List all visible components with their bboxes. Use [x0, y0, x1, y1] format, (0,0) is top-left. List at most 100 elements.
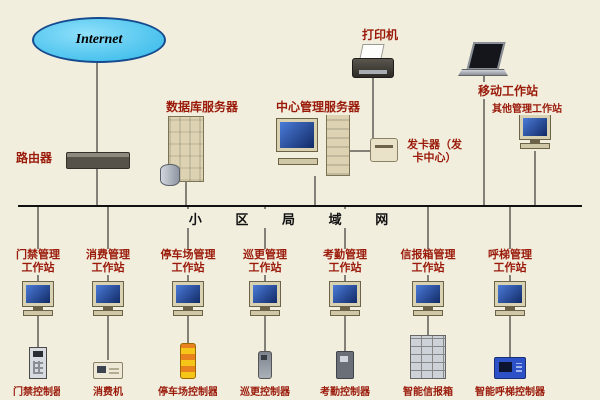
- monitor-stand: [103, 307, 113, 310]
- station-label-line2: 工作站: [248, 262, 282, 274]
- internet-cloud: Internet: [32, 17, 166, 63]
- column-parking: 停车场管理 工作站 停车场控制器: [140, 205, 236, 400]
- monitor-icon: [329, 281, 361, 307]
- workstation-icon: [248, 281, 282, 316]
- column-attendance: 考勤管理 工作站 考勤控制器: [297, 205, 393, 400]
- router-label: 路由器: [14, 149, 55, 166]
- monitor-icon: [519, 114, 551, 140]
- screen: [96, 285, 120, 303]
- server-screen: [280, 122, 314, 148]
- device-label: 消费机: [60, 383, 156, 398]
- screen: [26, 285, 50, 303]
- station-label-line1: 门禁管理: [16, 249, 60, 261]
- keyboard-icon: [93, 310, 123, 316]
- station-label: 门禁管理 工作站: [0, 249, 78, 275]
- keyboard-icon: [330, 310, 360, 316]
- printer-label: 打印机: [360, 26, 401, 43]
- card-issuer-icon: [370, 138, 398, 162]
- internet-label: Internet: [75, 32, 123, 47]
- keyboard-icon: [495, 310, 525, 316]
- column-elevator: 呼梯管理 工作站 智能呼梯控制器: [462, 205, 558, 400]
- center-server-label: 中心管理服务器: [266, 98, 370, 115]
- monitor-icon: [494, 281, 526, 307]
- smart-mailbox-icon: [410, 335, 446, 379]
- screen: [176, 285, 200, 303]
- other-workstation-icon: [518, 114, 552, 149]
- screen: [498, 285, 522, 303]
- station-label: 停车场管理 工作站: [148, 249, 228, 275]
- monitor-icon: [412, 281, 444, 307]
- station-label-line2: 工作站: [411, 262, 445, 274]
- lan-bus-label: 小 区 局 域 网: [165, 209, 427, 228]
- monitor-stand: [530, 140, 540, 143]
- access-controller-icon: [29, 347, 47, 379]
- monitor-icon: [92, 281, 124, 307]
- keyboard-icon: [520, 143, 550, 149]
- card-issuer-label: 发卡器（发卡中心）: [404, 139, 465, 165]
- parking-controller-icon: [180, 343, 196, 379]
- keyboard-icon: [23, 310, 53, 316]
- device-label: 智能呼梯控制器: [462, 383, 558, 398]
- monitor-stand: [33, 307, 43, 310]
- laptop-icon: [458, 42, 510, 76]
- monitor-stand: [423, 307, 433, 310]
- screen: [416, 285, 440, 303]
- server-monitor-icon: [276, 118, 318, 152]
- database-cylinder-icon: [160, 164, 180, 186]
- station-label-line1: 呼梯管理: [488, 249, 532, 261]
- workstation-icon: [91, 281, 125, 316]
- station-label-line1: 消费管理: [86, 249, 130, 261]
- station-label-line2: 工作站: [493, 262, 527, 274]
- printer-body: [352, 58, 394, 78]
- monitor-icon: [249, 281, 281, 307]
- server-keyboard-icon: [278, 158, 318, 165]
- laptop-base: [458, 69, 508, 76]
- monitor-icon: [22, 281, 54, 307]
- station-label: 呼梯管理 工作站: [470, 249, 550, 275]
- device-label: 巡更控制器: [217, 383, 313, 398]
- printer-tray: [359, 70, 387, 74]
- column-patrol: 巡更管理 工作站 巡更控制器: [217, 205, 313, 400]
- db-server-label: 数据库服务器: [150, 98, 254, 115]
- keyboard-icon: [173, 310, 203, 316]
- station-label-line2: 工作站: [171, 262, 205, 274]
- screen: [253, 285, 277, 303]
- station-label-line2: 工作站: [21, 262, 55, 274]
- screen: [333, 285, 357, 303]
- workstation-icon: [171, 281, 205, 316]
- station-label-line2: 工作站: [91, 262, 125, 274]
- station-label: 巡更管理 工作站: [225, 249, 305, 275]
- monitor-icon: [172, 281, 204, 307]
- column-consumption: 消费管理 工作站 消费机: [60, 205, 156, 400]
- mobile-workstation-label: 移动工作站: [476, 82, 541, 99]
- screen: [523, 118, 547, 136]
- station-label: 考勤管理 工作站: [305, 249, 385, 275]
- monitor-stand: [505, 307, 515, 310]
- server-tower-icon: [326, 114, 350, 176]
- printer-paper: [359, 44, 385, 59]
- station-label-line1: 巡更管理: [243, 249, 287, 261]
- attendance-controller-icon: [336, 351, 354, 379]
- device-label: 考勤控制器: [297, 383, 393, 398]
- column-mailbox: 信报箱管理 工作站 智能信报箱: [380, 205, 476, 400]
- keyboard-icon: [413, 310, 443, 316]
- station-label-line1: 停车场管理: [160, 249, 216, 261]
- station-label: 消费管理 工作站: [68, 249, 148, 275]
- monitor-stand: [260, 307, 270, 310]
- device-label: 停车场控制器: [140, 383, 236, 398]
- laptop-screen: [466, 42, 506, 70]
- column-access-control: 门禁管理 工作站 门禁控制器: [0, 205, 86, 400]
- elevator-controller-icon: [494, 357, 526, 379]
- router-icon: [66, 152, 130, 169]
- station-label-line2: 工作站: [328, 262, 362, 274]
- database-server-icon: [160, 116, 204, 186]
- station-label-line1: 信报箱管理: [400, 249, 456, 261]
- keyboard-icon: [250, 310, 280, 316]
- patrol-controller-icon: [258, 351, 272, 379]
- workstation-icon: [411, 281, 445, 316]
- center-server-icon: [276, 114, 350, 178]
- workstation-icon: [493, 281, 527, 316]
- workstation-icon: [21, 281, 55, 316]
- printer-icon: [352, 44, 394, 78]
